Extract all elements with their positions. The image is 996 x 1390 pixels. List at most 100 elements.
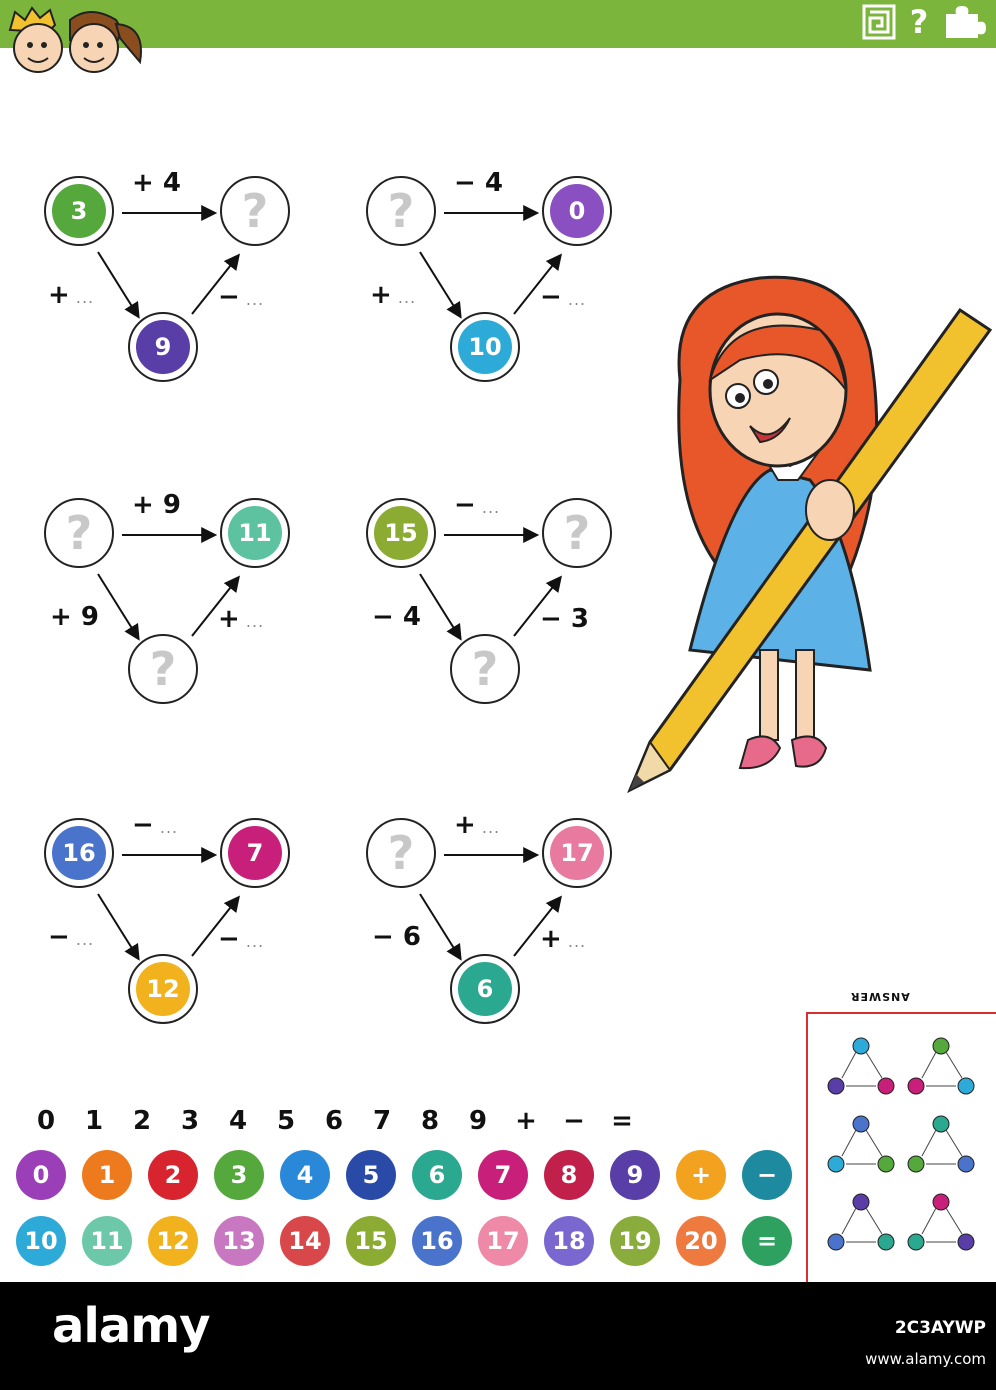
number-ball[interactable]: 17	[478, 1216, 528, 1266]
value-disc: 16	[52, 826, 106, 880]
top-operation: − ...	[132, 810, 178, 840]
puzzle-arrows	[97, 205, 562, 961]
number-ball[interactable]: =	[742, 1216, 792, 1266]
number-ball[interactable]: 7	[478, 1150, 528, 1200]
number-ball[interactable]: 6	[412, 1150, 462, 1200]
header-icons: ?	[862, 3, 986, 41]
operation-text: −	[218, 924, 240, 954]
blank-dots[interactable]: ...	[475, 498, 501, 517]
blank-dots[interactable]: ...	[69, 288, 95, 307]
reference-symbol: 5	[276, 1106, 296, 1136]
number-ball[interactable]: +	[676, 1150, 726, 1200]
puzzle-end-circle[interactable]: ?	[220, 176, 290, 246]
operation-text: − 4	[372, 602, 421, 632]
left-arrow	[419, 573, 462, 641]
puzzle-middle-circle: 9	[128, 312, 198, 382]
right-operation: + ...	[218, 604, 264, 634]
right-arrow	[513, 575, 562, 637]
reference-symbol: 9	[468, 1106, 488, 1136]
mini-answer-diagram	[907, 1037, 975, 1095]
number-ball[interactable]: 0	[16, 1150, 66, 1200]
operation-text: +	[218, 604, 240, 634]
number-ball[interactable]: 11	[82, 1216, 132, 1266]
left-arrow	[97, 573, 140, 641]
number-ball[interactable]: 13	[214, 1216, 264, 1266]
number-ball[interactable]: 16	[412, 1216, 462, 1266]
header-bar	[0, 0, 996, 48]
right-operation: − ...	[218, 282, 264, 312]
number-ball[interactable]: 5	[346, 1150, 396, 1200]
blank-dots[interactable]: ...	[391, 288, 417, 307]
answer-key-mini-diagrams	[827, 1037, 975, 1251]
puzzle-piece-icon[interactable]	[942, 4, 986, 40]
number-ball[interactable]: 19	[610, 1216, 660, 1266]
reference-symbol: 8	[420, 1106, 440, 1136]
operation-text: + 4	[132, 168, 181, 198]
watermark-bar	[0, 1282, 996, 1390]
puzzle-middle-circle: 6	[450, 954, 520, 1024]
right-arrow	[191, 895, 240, 957]
mini-answer-diagram	[907, 1115, 975, 1173]
blank-dots[interactable]: ...	[561, 290, 587, 309]
operation-text: +	[370, 280, 392, 310]
operation-text: −	[132, 810, 154, 840]
right-operation: − 3	[540, 604, 589, 634]
operation-text: −	[48, 922, 70, 952]
left-operation: + ...	[48, 280, 94, 310]
number-ball[interactable]: 14	[280, 1216, 330, 1266]
number-ball[interactable]: 3	[214, 1150, 264, 1200]
reference-symbol: 7	[372, 1106, 392, 1136]
puzzle-end-circle: 11	[220, 498, 290, 568]
number-ball[interactable]: 2	[148, 1150, 198, 1200]
number-ball[interactable]: 8	[544, 1150, 594, 1200]
top-operation: + 9	[132, 490, 181, 520]
puzzle-middle-circle: 12	[128, 954, 198, 1024]
left-arrow	[419, 251, 462, 319]
number-ball[interactable]: 1	[82, 1150, 132, 1200]
value-disc: 15	[374, 506, 428, 560]
operation-text: +	[540, 924, 562, 954]
operation-text: − 6	[372, 922, 421, 952]
value-disc: 6	[458, 962, 512, 1016]
unknown-value-mark: ?	[563, 506, 591, 560]
value-disc: 7	[228, 826, 282, 880]
puzzle-start-circle: 15	[366, 498, 436, 568]
puzzle-start-circle[interactable]: ?	[366, 176, 436, 246]
number-ball[interactable]: 10	[16, 1216, 66, 1266]
question-mark-icon[interactable]: ?	[909, 3, 929, 41]
number-ball[interactable]: 4	[280, 1150, 330, 1200]
puzzle-start-circle[interactable]: ?	[44, 498, 114, 568]
puzzle-middle-circle[interactable]: ?	[128, 634, 198, 704]
mini-answer-diagram	[827, 1115, 895, 1173]
unknown-value-mark: ?	[387, 826, 415, 880]
value-disc: 10	[458, 320, 512, 374]
puzzle-start-circle[interactable]: ?	[366, 818, 436, 888]
number-ball[interactable]: −	[742, 1150, 792, 1200]
blank-dots[interactable]: ...	[239, 612, 265, 631]
blank-dots[interactable]: ...	[153, 818, 179, 837]
maze-icon[interactable]	[862, 4, 896, 40]
puzzle-end-circle: 17	[542, 818, 612, 888]
number-ball[interactable]: 18	[544, 1216, 594, 1266]
number-ball[interactable]: 12	[148, 1216, 198, 1266]
number-ball[interactable]: 15	[346, 1216, 396, 1266]
blank-dots[interactable]: ...	[239, 932, 265, 951]
reference-symbol: +	[515, 1106, 537, 1136]
value-disc: 9	[136, 320, 190, 374]
blank-dots[interactable]: ...	[239, 290, 265, 309]
blank-dots[interactable]: ...	[475, 818, 501, 837]
puzzle-start-circle: 16	[44, 818, 114, 888]
puzzle-middle-circle[interactable]: ?	[450, 634, 520, 704]
reference-symbol: 0	[36, 1106, 56, 1136]
value-disc: 11	[228, 506, 282, 560]
top-operation: − 4	[454, 168, 503, 198]
left-arrow	[97, 893, 140, 961]
blank-dots[interactable]: ...	[561, 932, 587, 951]
right-operation: − ...	[540, 282, 586, 312]
number-ball[interactable]: 9	[610, 1150, 660, 1200]
reference-symbol: 4	[228, 1106, 248, 1136]
blank-dots[interactable]: ...	[69, 930, 95, 949]
unknown-value-mark: ?	[471, 642, 499, 696]
puzzle-end-circle[interactable]: ?	[542, 498, 612, 568]
number-ball[interactable]: 20	[676, 1216, 726, 1266]
